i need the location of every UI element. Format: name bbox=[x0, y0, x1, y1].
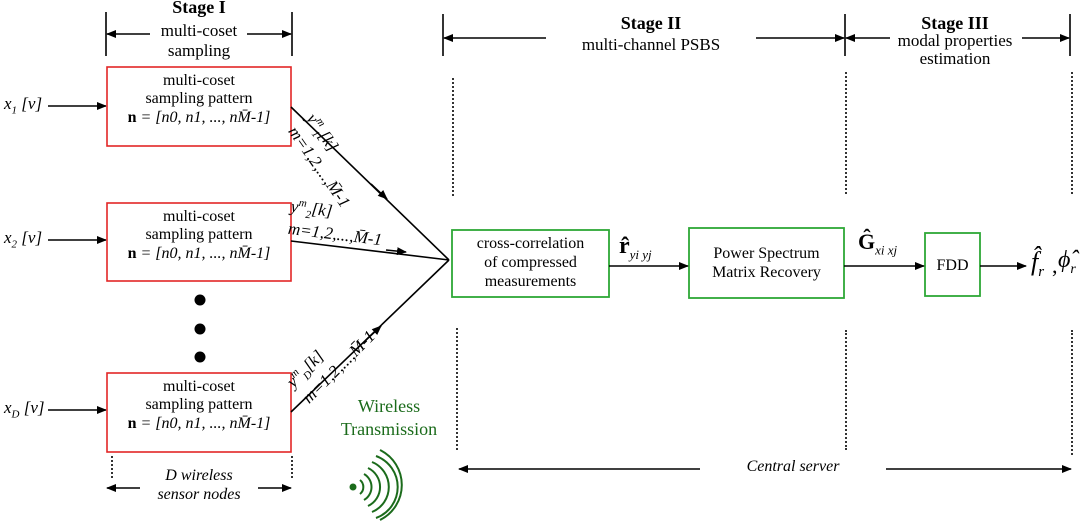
sensor-nodes-label: D wireless sensor nodes bbox=[157, 467, 241, 504]
stage3-desc-line2: estimation bbox=[919, 49, 991, 68]
f-hat-label: f̂r bbox=[1031, 247, 1045, 281]
wireless-signal-icon bbox=[349, 449, 403, 521]
dotted-separator-right-bottom bbox=[1071, 330, 1073, 455]
input-label-d: xD [v] bbox=[4, 398, 45, 421]
channel-arrow-1 bbox=[290, 106, 450, 261]
stage2-desc: multi-channel PSBS bbox=[581, 35, 721, 54]
ellipsis-dot-1 bbox=[194, 294, 206, 306]
dotted-separator-stage3-bottom bbox=[845, 330, 847, 450]
dotted-separator-nodes-left bbox=[111, 456, 113, 478]
fdd-label: FDD bbox=[936, 257, 969, 274]
wireless-transmission-label: Wireless Transmission bbox=[340, 396, 438, 439]
fdd-box bbox=[924, 232, 981, 297]
sampler-box-d bbox=[106, 372, 292, 453]
sampler-box-1 bbox=[106, 66, 292, 147]
r-hat-label: r̂yi yj bbox=[619, 233, 652, 262]
sampler-box-2 bbox=[106, 202, 292, 282]
dotted-separator-right-top bbox=[1071, 72, 1073, 194]
sampler-label-d: multi-coset sampling pattern n = [n0, n1… bbox=[127, 378, 271, 432]
crosscorr-label: cross-correlation of compressed measurem… bbox=[476, 235, 585, 291]
output-separator: , bbox=[1052, 253, 1058, 278]
stage3-title: Stage III bbox=[921, 13, 989, 33]
stage2-title: Stage II bbox=[620, 13, 682, 33]
input-label-1: x1 [v] bbox=[4, 94, 43, 117]
psmr-box bbox=[688, 227, 845, 299]
channel-arrow-2 bbox=[290, 240, 450, 261]
dotted-separator-stage3-top bbox=[845, 72, 847, 194]
crosscorr-box bbox=[451, 229, 610, 298]
central-server-label: Central server bbox=[746, 458, 840, 475]
g-hat-label: Ĝxi xj bbox=[858, 229, 898, 258]
dotted-separator-nodes-right bbox=[291, 456, 293, 478]
ellipsis-dot-3 bbox=[194, 351, 206, 363]
dotted-separator-stage2-top bbox=[452, 78, 454, 196]
input-label-2: x2 [v] bbox=[4, 228, 43, 251]
ellipsis-dot-2 bbox=[194, 323, 206, 335]
stage1-desc-line2: sampling bbox=[167, 41, 231, 60]
sampler-label-2: multi-coset sampling pattern n = [n0, n1… bbox=[127, 208, 271, 262]
stage3-bracket bbox=[845, 14, 1071, 56]
sampler-label-1: multi-coset sampling pattern n = [n0, n1… bbox=[127, 72, 271, 126]
stage1-bracket bbox=[105, 12, 293, 56]
psmr-label: Power Spectrum Matrix Recovery bbox=[712, 245, 821, 282]
stage1-title: Stage I bbox=[172, 0, 226, 17]
phi-hat-label: ϕ̂r bbox=[1058, 247, 1076, 277]
dotted-separator-stage2-bottom bbox=[456, 328, 458, 450]
stage1-desc-line1: multi-coset bbox=[160, 21, 238, 40]
stage3-desc-line1: modal properties bbox=[897, 31, 1013, 50]
